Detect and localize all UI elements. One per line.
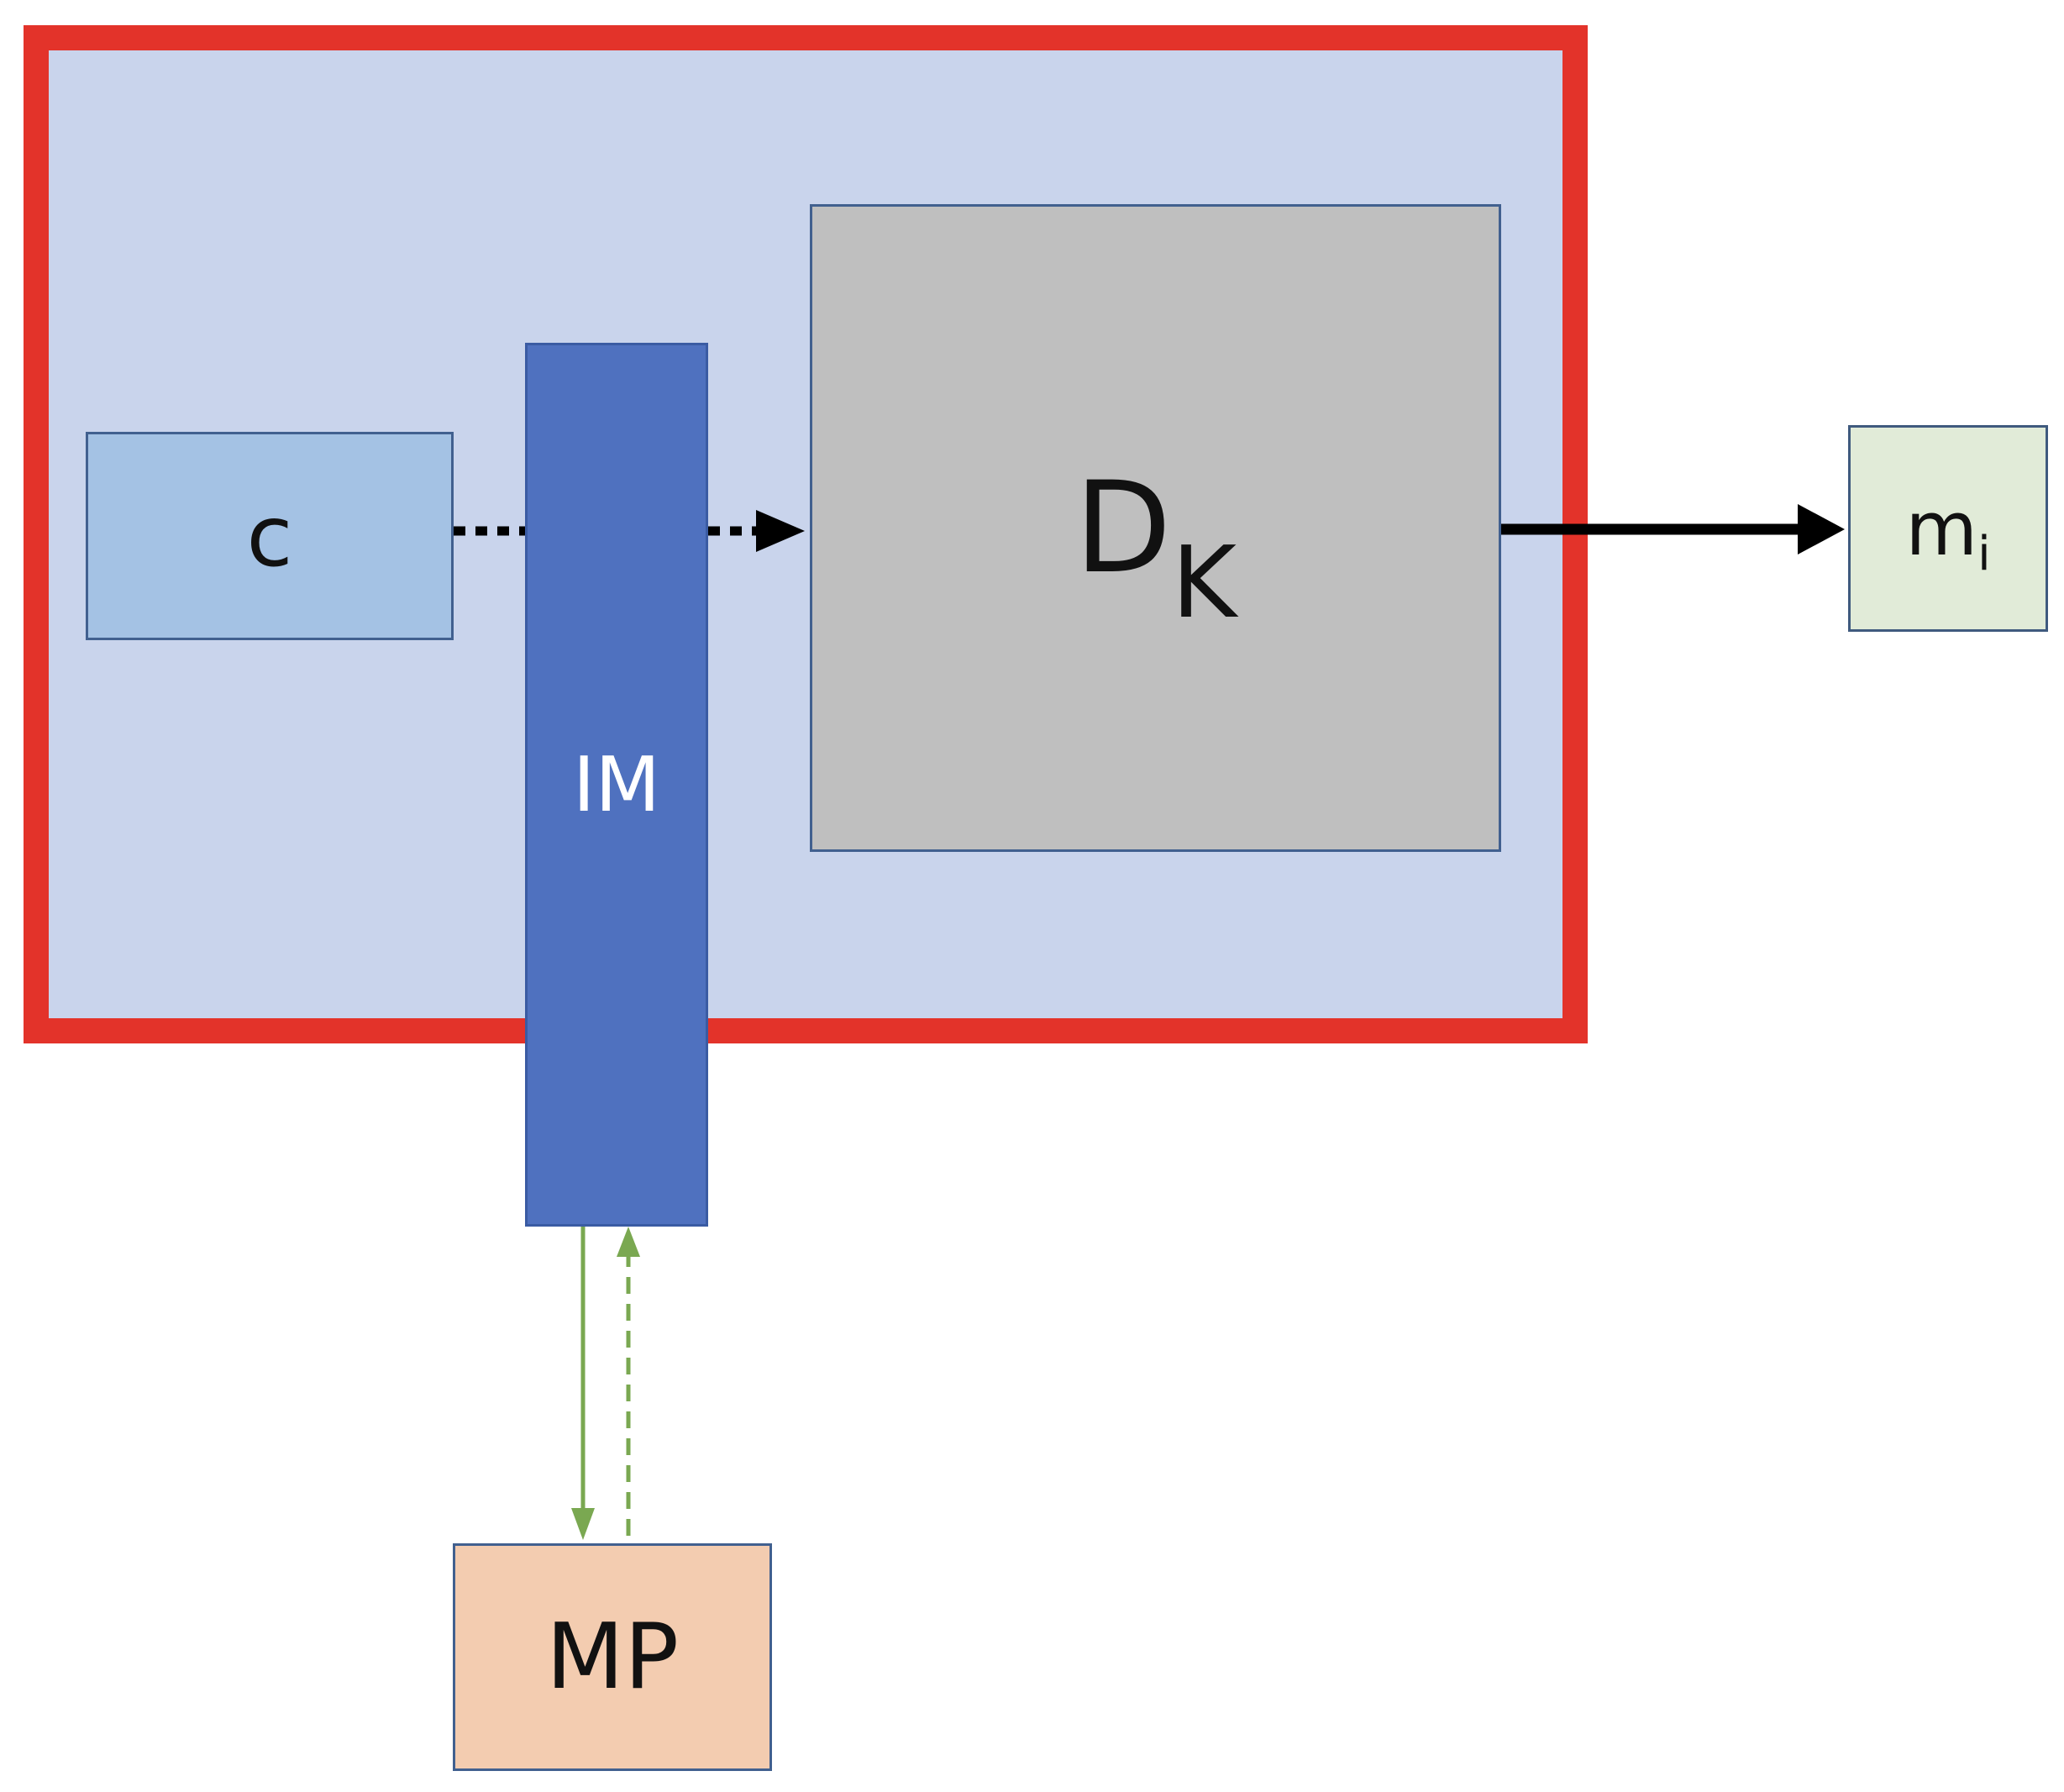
node-mp-label: MP (545, 1605, 680, 1710)
edge-mp-to-im-arrowhead (617, 1227, 640, 1257)
node-im: IM (525, 343, 708, 1227)
node-mp: MP (453, 1543, 772, 1771)
node-dk-label: D (1074, 455, 1172, 602)
edge-dk-to-mi-arrowhead (1798, 504, 1845, 554)
node-mi-subscript: i (1977, 527, 1991, 582)
node-c: c (86, 432, 454, 640)
node-im-label: IM (572, 740, 661, 829)
edge-im-to-mp-arrowhead (571, 1508, 595, 1540)
node-c-label: c (246, 486, 293, 586)
edge-c-to-dk-arrowhead (756, 510, 805, 552)
node-mi-label: m (1905, 485, 1978, 572)
node-dk-subscript: K (1171, 524, 1237, 641)
